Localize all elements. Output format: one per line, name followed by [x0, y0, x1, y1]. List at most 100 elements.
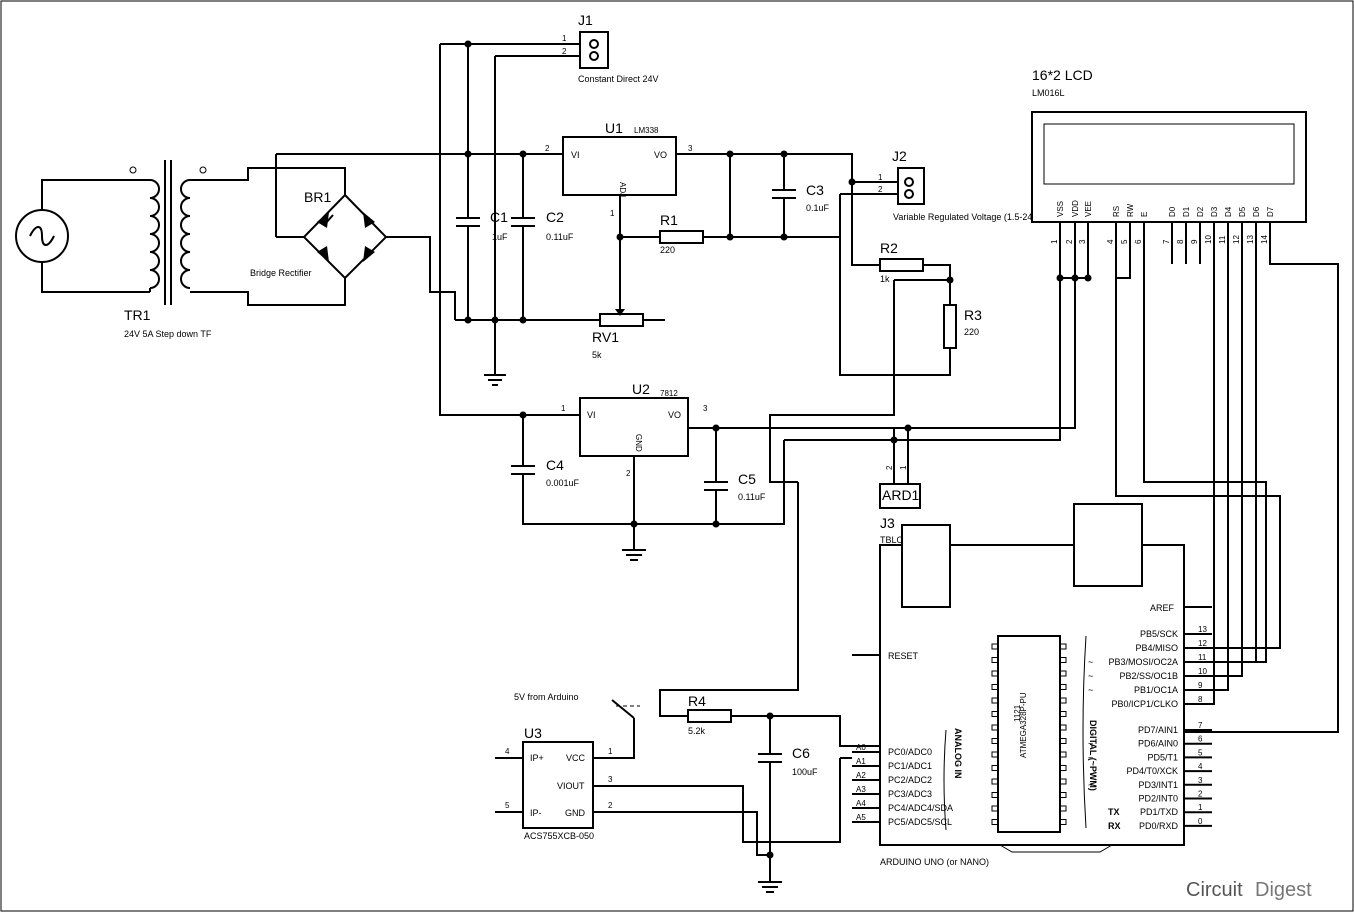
- j2-desc: Variable Regulated Voltage (1.5-24)V: [893, 212, 1041, 222]
- u2-pin2: 2: [626, 469, 631, 478]
- u3-pin1: 1: [608, 747, 613, 756]
- chip-pin: [1059, 751, 1067, 758]
- j1-pin1: 1: [562, 34, 567, 43]
- u2-gnd: GND: [634, 434, 643, 452]
- digital-pin-name: PB5/SCK: [1140, 629, 1178, 639]
- j3-part: ARD1: [882, 487, 920, 503]
- brand-logo: Circuit Digest: [1186, 879, 1312, 901]
- pwm-marker: ~: [1088, 657, 1093, 667]
- resistor-r1: R1 220: [616, 212, 840, 255]
- chip-pin: [1059, 697, 1067, 704]
- chip-pin: [991, 643, 999, 650]
- digital-pin-name: PD6/AIN0: [1138, 739, 1178, 749]
- chip-pin: [1059, 711, 1067, 717]
- chip-pin: [991, 778, 999, 785]
- c3-ref: C3: [806, 182, 824, 198]
- chip-pin: [991, 805, 999, 812]
- chip-pin: [991, 711, 999, 717]
- lcd-pin-number: 11: [1218, 235, 1227, 244]
- c4-value: 0.001uF: [546, 478, 580, 488]
- chip-pin: [1059, 765, 1067, 771]
- pwm-marker: ~: [1088, 685, 1093, 695]
- pwm-marker: ~: [1088, 671, 1093, 681]
- capacitor-c5: C5 0.11uF: [704, 428, 766, 524]
- c5-ref: C5: [738, 471, 756, 487]
- r4-ref: R4: [688, 693, 706, 709]
- serial-tag: RX: [1108, 821, 1121, 831]
- u3-ref: U3: [524, 725, 542, 741]
- digital-pin-number: 13: [1198, 625, 1207, 634]
- potentiometer-rv1: RV1 5k: [592, 309, 665, 360]
- chip-pin: [1059, 819, 1067, 825]
- u3-ipp: IP+: [530, 753, 544, 763]
- capacitor-c6: C6 100uF: [758, 716, 818, 893]
- analog-in-title: ANALOG IN: [953, 728, 963, 779]
- lcd-pin-number: 8: [1176, 239, 1185, 244]
- lcd-pin-number: 10: [1204, 235, 1213, 244]
- digital-pin-number: 2: [1198, 790, 1203, 799]
- bridge-rectifier-br1: BR1 Bridge Rectifier: [250, 154, 456, 320]
- digital-pin-name: PD1/TXD: [1140, 807, 1179, 817]
- digital-pin-number: 3: [1198, 776, 1203, 785]
- lcd-pin-name: VDD: [1071, 200, 1080, 217]
- u3-part: ACS755XCB-050: [524, 831, 594, 841]
- chip-pin: [1059, 684, 1067, 690]
- u3-vcc: VCC: [566, 753, 586, 763]
- digital-pin-name: PD7/AIN1: [1138, 725, 1178, 735]
- j3-pin2: 2: [885, 465, 894, 470]
- analog-pin-name: PC5/ADC5/SCL: [888, 817, 952, 827]
- u1-ref: U1: [605, 120, 623, 136]
- br1-ref: BR1: [304, 189, 331, 205]
- u1-vo: VO: [654, 150, 667, 160]
- lcd-pin-number: 6: [1134, 239, 1143, 244]
- lcd-pin-number: 3: [1078, 239, 1087, 244]
- capacitor-c2: C2 0.11uF: [511, 154, 574, 320]
- j2-ref: J2: [892, 148, 907, 164]
- u3-viout: VIOUT: [557, 781, 585, 791]
- j3-pin1: 1: [899, 465, 908, 470]
- lcd-pin-name: D1: [1182, 206, 1191, 217]
- chip-pin: [1059, 738, 1067, 744]
- r3-value: 220: [964, 327, 979, 337]
- serial-tag: TX: [1108, 807, 1120, 817]
- analog-pin-id: A1: [856, 757, 866, 766]
- analog-pin-name: PC2/ADC2: [888, 775, 932, 785]
- chip-pin: [991, 724, 999, 731]
- j1-pin2: 2: [562, 47, 567, 56]
- digital-pin-name: PB4/MISO: [1135, 643, 1178, 653]
- digital-pin-number: 1: [1198, 803, 1203, 812]
- r3-ref: R3: [964, 307, 982, 323]
- digital-pin-name: PB0/ICP1/CLKO: [1111, 699, 1178, 709]
- u1-part: LM338: [634, 126, 659, 135]
- tr1-desc: 24V 5A Step down TF: [124, 329, 212, 339]
- connector-j3: ARD1 J3 TBLOCK-M2 2 1: [784, 264, 1076, 545]
- digital-pin-name: PD5/T1: [1147, 752, 1178, 762]
- u1-pin3: 3: [688, 144, 693, 153]
- r2-value: 1k: [880, 274, 890, 284]
- lcd-pin-name: D3: [1210, 206, 1219, 217]
- analog-pin-id: A0: [856, 743, 866, 752]
- chip-pin: [1059, 657, 1067, 663]
- u3-gnd: GND: [565, 808, 586, 818]
- analog-pin-name: PC0/ADC0: [888, 747, 932, 757]
- u1-pin2: 2: [545, 144, 550, 153]
- digital-pin-name: PB1/OC1A: [1134, 685, 1178, 695]
- u3-pin4: 4: [505, 747, 510, 756]
- u3-pin3: 3: [608, 775, 613, 784]
- digital-pin-name: PB3/MOSI/OC2A: [1108, 657, 1178, 667]
- c5-value: 0.11uF: [738, 492, 766, 502]
- chip-pin: [991, 765, 999, 771]
- chip-pin: [1059, 805, 1067, 812]
- c2-value: 0.11uF: [546, 232, 574, 242]
- u1-vi: VI: [571, 150, 580, 160]
- capacitor-c1: C1 1uF: [456, 44, 508, 320]
- chip-pin: [991, 738, 999, 744]
- brand-part1: Circuit: [1186, 879, 1243, 901]
- u3-ipm: IP-: [530, 808, 542, 818]
- lcd-pin-name: VSS: [1056, 201, 1065, 217]
- pwm-marker: ~: [1088, 752, 1093, 762]
- chip-pin: [991, 697, 999, 704]
- analog-pin-name: PC1/ADC1: [888, 761, 932, 771]
- digital-pin-name: PD2/INT0: [1138, 794, 1178, 804]
- digital-pin-number: 7: [1198, 721, 1203, 730]
